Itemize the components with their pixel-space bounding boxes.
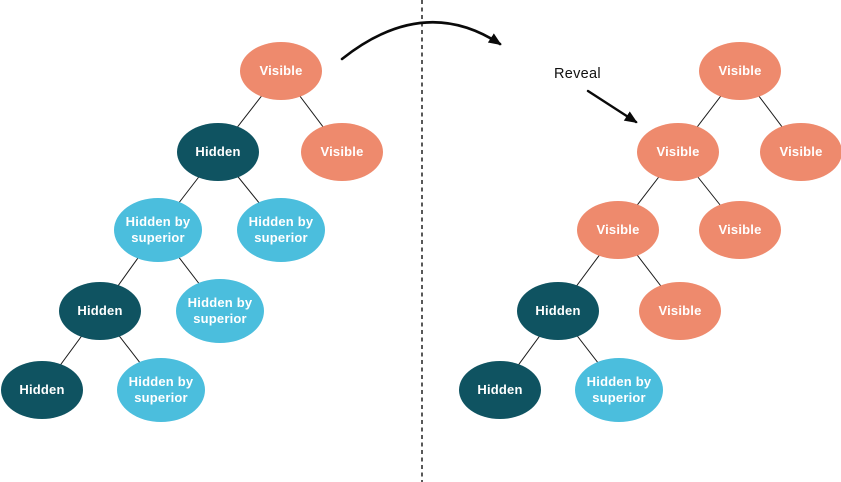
tree-node-label: Visible: [779, 143, 823, 159]
tree-node: Hidden by superior: [237, 198, 325, 262]
tree-node: Visible: [577, 201, 659, 259]
tree-node-label: Visible: [718, 62, 762, 78]
transform-arrow: [340, 20, 502, 61]
tree-node: Hidden: [177, 123, 259, 181]
tree-node: Hidden: [459, 361, 541, 419]
tree-node-label: Hidden by superior: [248, 213, 314, 245]
tree-node: Hidden by superior: [575, 358, 663, 422]
reveal-label: Reveal: [554, 66, 601, 82]
tree-node-label: Visible: [718, 221, 762, 237]
tree-node-label: Hidden by superior: [187, 294, 253, 326]
tree-node: Visible: [240, 42, 322, 100]
tree-node-label: Hidden: [477, 381, 523, 397]
tree-node: Hidden: [1, 361, 83, 419]
tree-node: Visible: [760, 123, 841, 181]
tree-node: Visible: [301, 123, 383, 181]
tree-node-label: Visible: [320, 143, 364, 159]
tree-node-label: Hidden by superior: [128, 373, 194, 405]
tree-node-label: Hidden: [19, 381, 65, 397]
tree-node: Visible: [637, 123, 719, 181]
tree-node: Hidden by superior: [117, 358, 205, 422]
tree-node-label: Hidden by superior: [125, 213, 191, 245]
tree-node: Hidden: [517, 282, 599, 340]
tree-node-label: Visible: [658, 302, 702, 318]
tree-node: Hidden by superior: [114, 198, 202, 262]
tree-node-label: Hidden: [535, 302, 581, 318]
tree-node: Hidden: [59, 282, 141, 340]
tree-node-label: Hidden by superior: [586, 373, 652, 405]
tree-node-label: Visible: [656, 143, 700, 159]
tree-node-label: Hidden: [195, 143, 241, 159]
tree-node: Visible: [699, 201, 781, 259]
tree-node: Hidden by superior: [176, 279, 264, 343]
reveal-arrow: [586, 89, 638, 124]
tree-node-label: Visible: [596, 221, 640, 237]
tree-node: Visible: [639, 282, 721, 340]
tree-node-label: Hidden: [77, 302, 123, 318]
tree-node-label: Visible: [259, 62, 303, 78]
tree-node: Visible: [699, 42, 781, 100]
